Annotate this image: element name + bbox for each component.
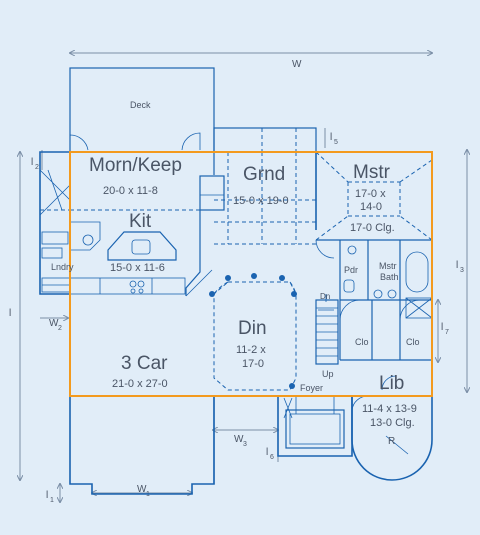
dimension-l3-sub: 3 bbox=[460, 267, 464, 274]
dimension-l3-label: l bbox=[456, 260, 458, 271]
dimension-l: l bbox=[9, 152, 20, 480]
dimension-l2-sub: 2 bbox=[35, 164, 39, 171]
deck-label: Deck bbox=[130, 100, 151, 110]
dimension-l2: l 2 bbox=[31, 150, 43, 171]
garage-label: 3 Car bbox=[121, 353, 168, 374]
lib-label: Lib bbox=[379, 373, 404, 394]
kit-size: 15-0 x 11-6 bbox=[110, 262, 165, 274]
mstr-ceiling: 17-0 Clg. bbox=[350, 222, 395, 234]
dimension-l6-sub: 6 bbox=[270, 454, 274, 461]
closet-1-label: Clo bbox=[355, 337, 369, 347]
din-label: Din bbox=[238, 318, 267, 339]
dimension-w: W bbox=[70, 53, 432, 70]
room-morn-keep: Morn/Keep 20-0 x 11-8 bbox=[89, 155, 182, 197]
dimension-l7-label: l bbox=[441, 322, 443, 333]
mstr-size-line1: 17-0 x bbox=[355, 188, 386, 200]
stairs-down-label: Dn bbox=[320, 292, 330, 301]
dimension-w3-sub: 3 bbox=[243, 441, 247, 448]
room-grnd: Grnd 15-0 x 19-0 bbox=[233, 164, 289, 207]
morn-keep-size: 20-0 x 11-8 bbox=[103, 185, 158, 197]
morn-keep-label: Morn/Keep bbox=[89, 155, 182, 176]
dimension-w2: W 2 bbox=[40, 318, 68, 332]
dimension-l-label: l bbox=[9, 308, 11, 319]
lib-ceiling: 13-0 Clg. bbox=[370, 417, 415, 429]
room-lib: Lib 11-4 x 13-9 13-0 Clg. bbox=[362, 373, 417, 429]
dimension-l1-label: l bbox=[46, 490, 48, 501]
mstr-bath-label-line2: Bath bbox=[380, 272, 399, 282]
foyer-label: Foyer bbox=[300, 383, 323, 393]
dimension-w-label: W bbox=[292, 59, 302, 70]
lib-size: 11-4 x 13-9 bbox=[362, 403, 417, 415]
dimension-l2-label: l bbox=[31, 157, 33, 168]
mstr-size-line2: 14-0 bbox=[360, 201, 382, 213]
pdr-label: Pdr bbox=[344, 265, 358, 275]
dimension-w2-label: W bbox=[49, 318, 59, 329]
dimension-l5-sub: 5 bbox=[334, 139, 338, 146]
radius-label: R bbox=[388, 436, 395, 447]
dimension-l7: l 7 bbox=[438, 300, 449, 362]
room-3-car: 3 Car 21-0 x 27-0 bbox=[112, 353, 168, 390]
footprint-outline bbox=[69, 151, 433, 397]
dimension-l5: l 5 bbox=[324, 128, 338, 148]
grand-bay bbox=[213, 127, 317, 153]
dimension-w3-label: W bbox=[234, 434, 244, 445]
din-size-line2: 17-0 bbox=[242, 358, 264, 370]
dimension-l1-sub: 1 bbox=[50, 497, 54, 504]
grnd-size: 15-0 x 19-0 bbox=[233, 195, 289, 207]
dimension-l6-label: l bbox=[266, 447, 268, 458]
room-din: Din 11-2 x 17-0 bbox=[236, 318, 267, 370]
dimension-l6: l 6 bbox=[266, 440, 279, 462]
room-kit: Kit 15-0 x 11-6 bbox=[110, 211, 165, 274]
garage-size: 21-0 x 27-0 bbox=[112, 378, 168, 390]
mstr-label: Mstr bbox=[353, 162, 391, 183]
dimension-l3: l 3 bbox=[456, 150, 467, 392]
grnd-label: Grnd bbox=[243, 164, 285, 185]
dimension-w1-label: W bbox=[137, 484, 147, 495]
room-mstr: Mstr 17-0 x 14-0 17-0 Clg. bbox=[350, 162, 395, 234]
lndry-label: Lndry bbox=[51, 262, 74, 272]
walls bbox=[39, 151, 433, 495]
dimension-l5-label: l bbox=[330, 132, 332, 143]
mstr-bath-label-line1: Mstr bbox=[379, 261, 397, 271]
dimension-w3: W 3 bbox=[213, 430, 278, 448]
deck: Deck bbox=[69, 67, 215, 153]
dimension-l7-sub: 7 bbox=[445, 329, 449, 336]
kit-label: Kit bbox=[129, 211, 152, 232]
dimension-w1: W 1 bbox=[92, 484, 192, 498]
dimension-l1: l 1 bbox=[46, 484, 60, 504]
closet-2-label: Clo bbox=[406, 337, 420, 347]
din-size-line1: 11-2 x bbox=[236, 344, 266, 356]
stairs-up-label: Up bbox=[322, 369, 334, 379]
dimension-w2-sub: 2 bbox=[58, 325, 62, 332]
